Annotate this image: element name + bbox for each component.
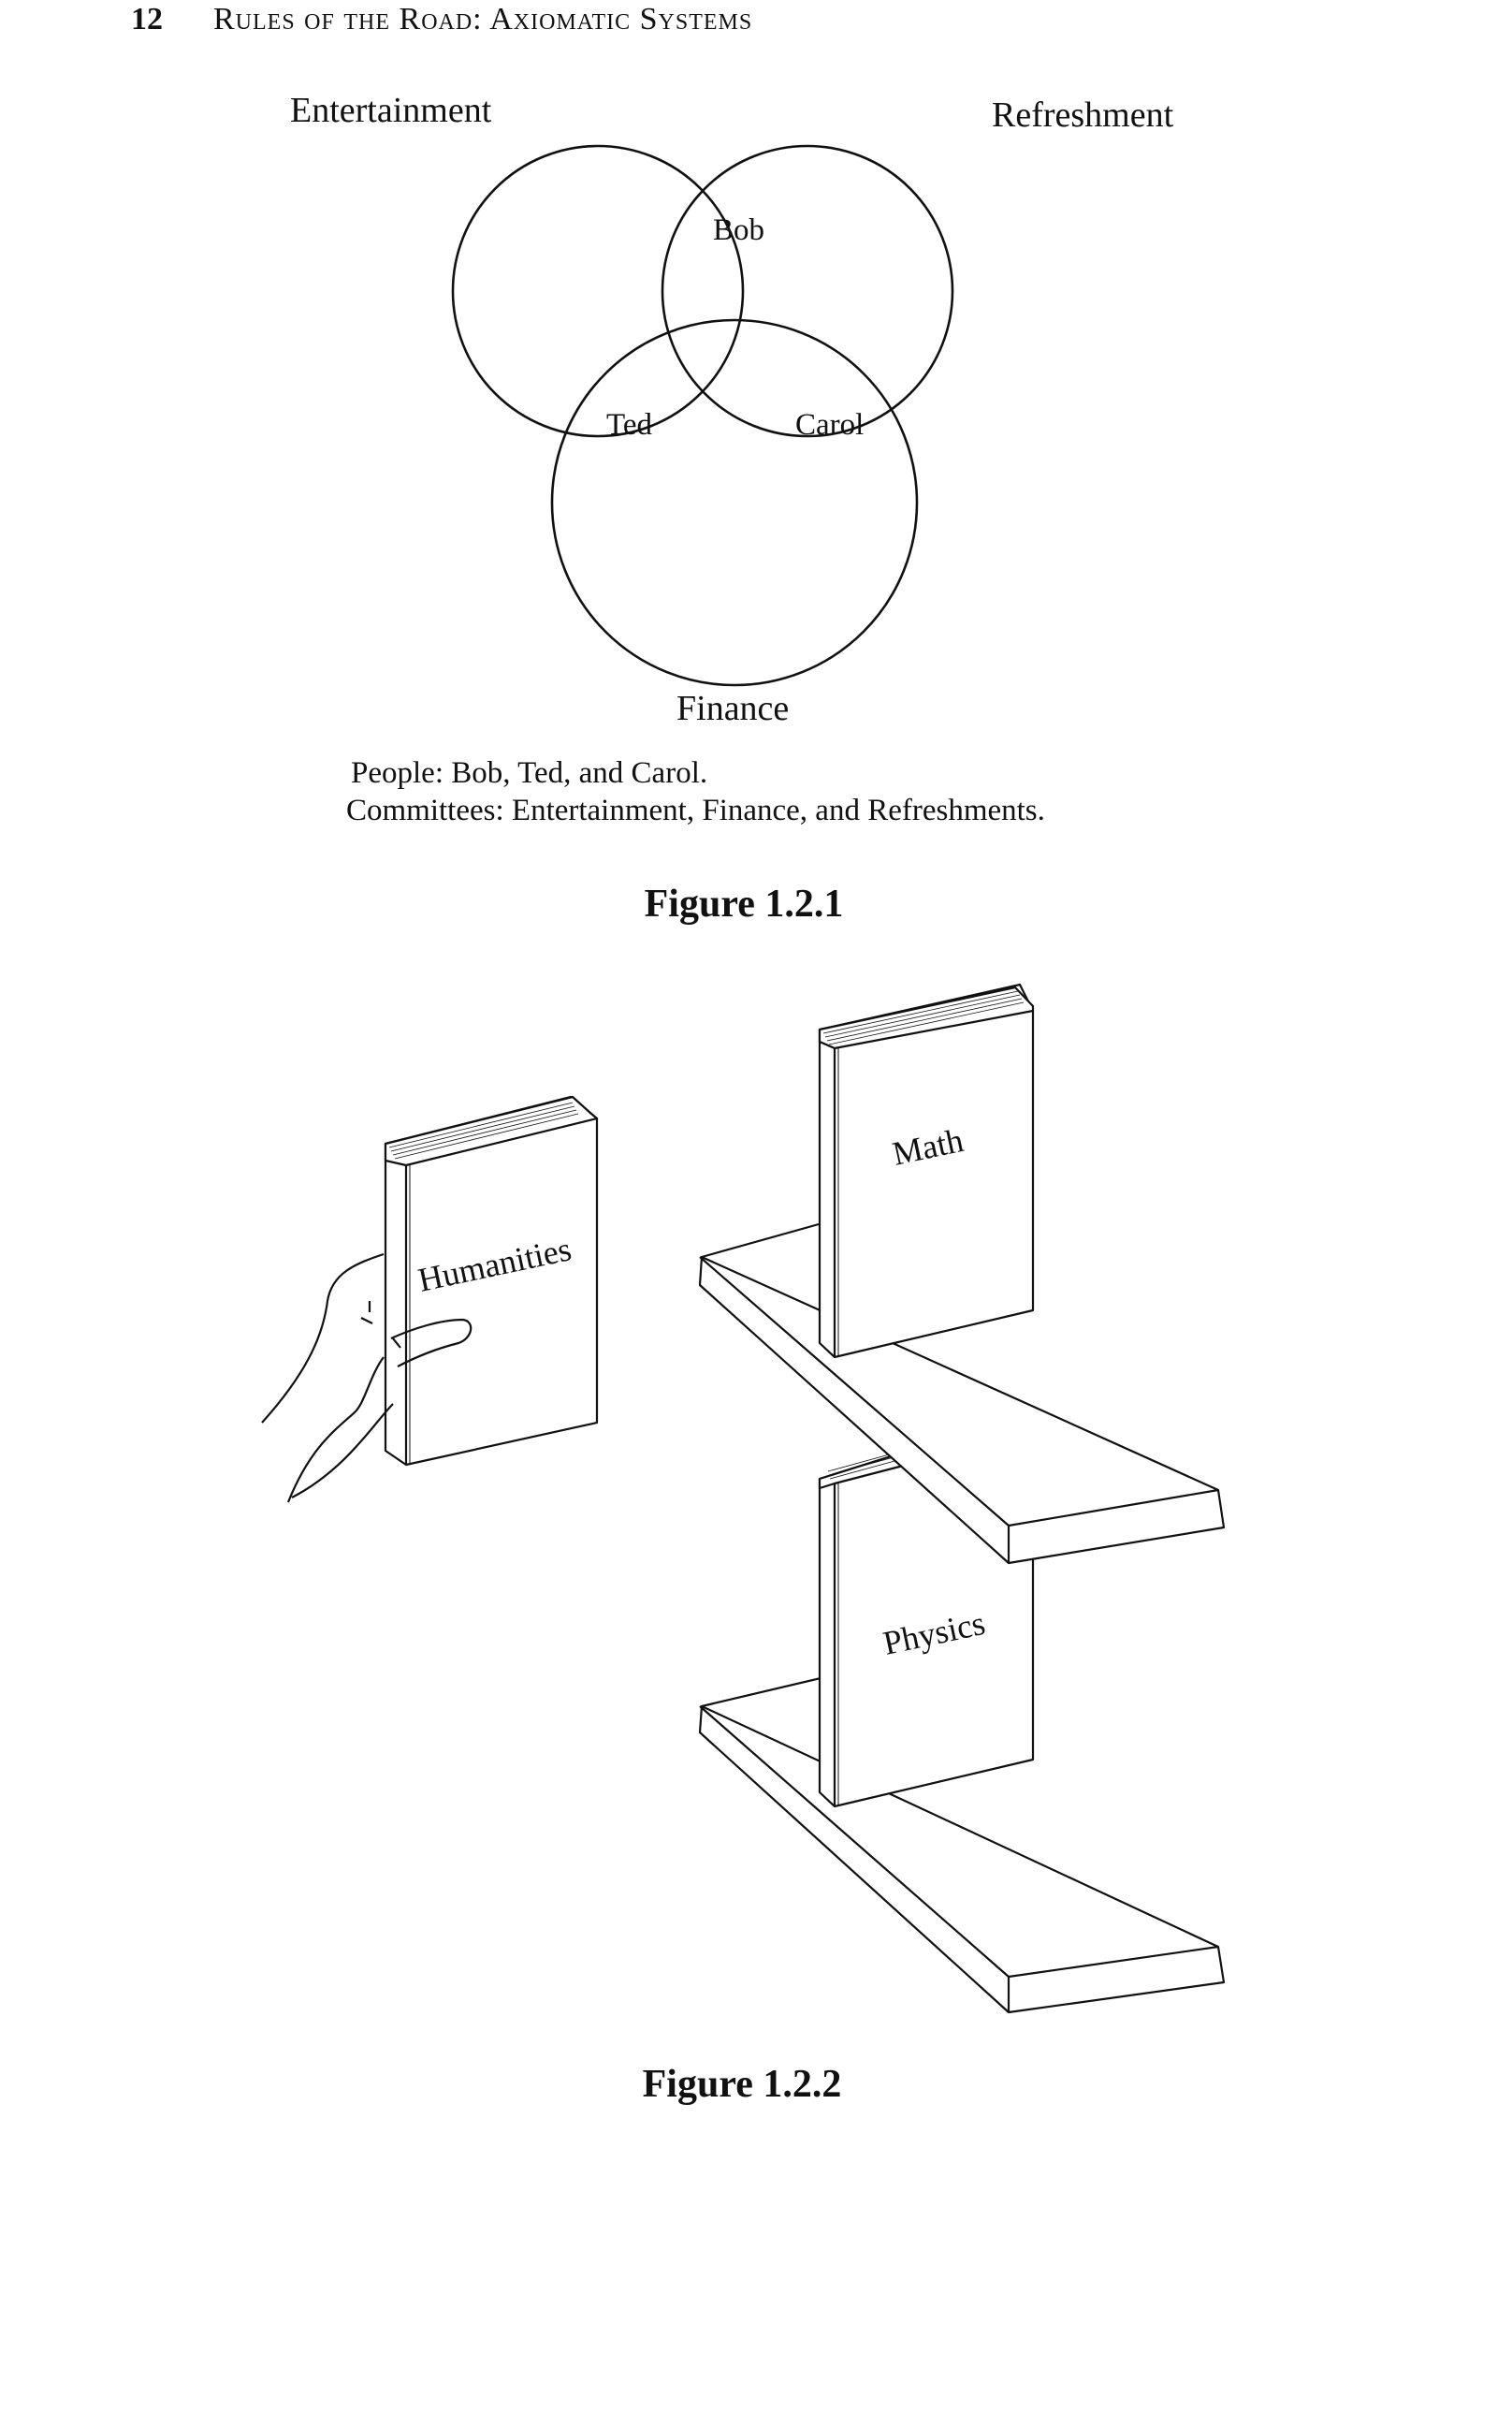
carol-label: Carol — [795, 408, 864, 442]
chapter-title: Rules of the Road: Axiomatic Systems — [213, 2, 753, 37]
refreshment-circle — [661, 144, 954, 438]
page-number: 12 — [131, 2, 163, 37]
entertainment-circle — [451, 144, 745, 438]
books-on-shelves-illustration: Math Physics Humanities — [261, 983, 1226, 2014]
finance-label: Finance — [676, 689, 789, 728]
committee-venn-diagram: Entertainment Refreshment Finance Bob Te… — [290, 91, 1174, 728]
bob-label: Bob — [713, 213, 764, 247]
running-head: 12 Rules of the Road: Axiomatic Systems — [131, 2, 752, 47]
hand-illustration — [261, 1252, 472, 1503]
finance-circle — [550, 318, 919, 687]
humanities-book — [384, 1095, 599, 1467]
caption-committees: Committees: Entertainment, Finance, and … — [346, 794, 1045, 827]
math-book — [818, 983, 1035, 1359]
caption-people: People: Bob, Ted, and Carol. — [351, 756, 708, 790]
refreshment-label: Refreshment — [992, 95, 1174, 135]
ted-label: Ted — [606, 408, 653, 442]
figure-caption-2: Figure 1.2.2 — [642, 2063, 842, 2106]
entertainment-label: Entertainment — [290, 91, 492, 130]
figure-caption-1: Figure 1.2.1 — [644, 883, 844, 926]
